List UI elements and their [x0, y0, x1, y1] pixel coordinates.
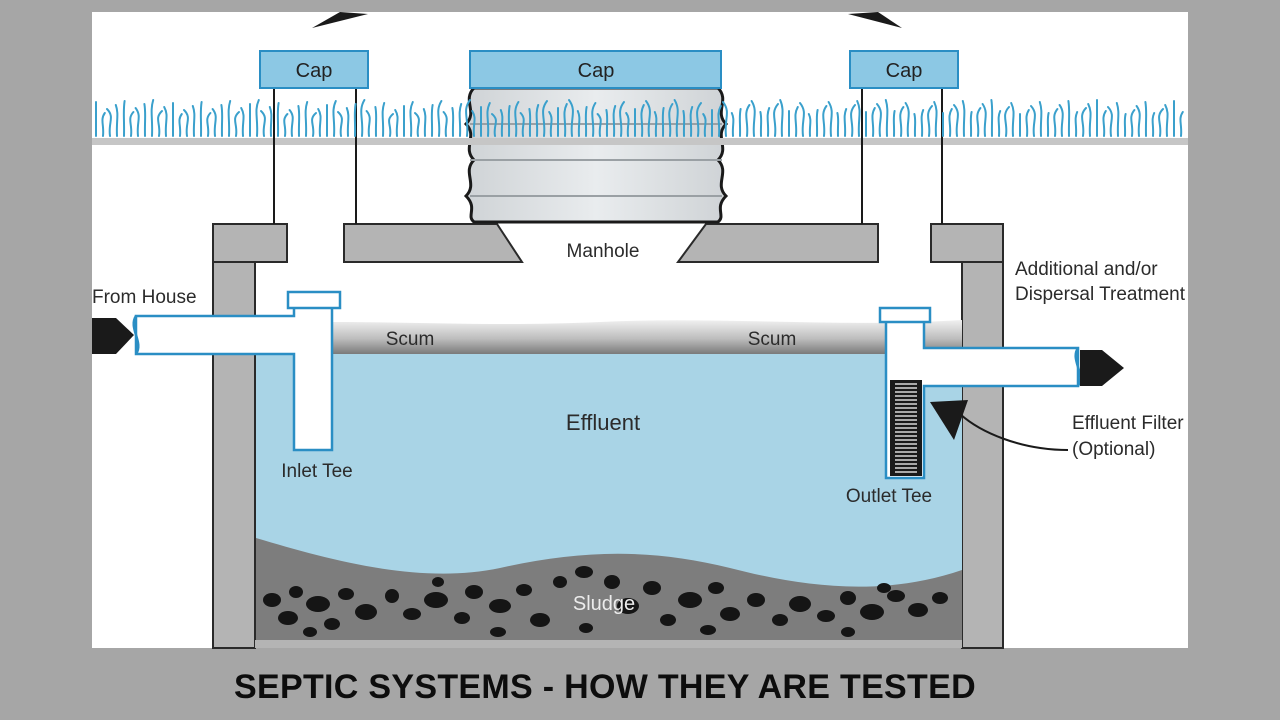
outlet-tee	[878, 306, 1080, 480]
cap-risers	[273, 88, 943, 224]
dispersal-label-line2: Dispersal Treatment	[1015, 284, 1186, 305]
outlet-pipe-end	[1074, 347, 1082, 387]
cap-left-label: Cap	[296, 60, 333, 82]
cap-right: Cap	[849, 50, 959, 89]
scum-layer	[256, 320, 962, 354]
page-title: SEPTIC SYSTEMS - HOW THEY ARE TESTED	[234, 668, 976, 706]
top-right-arrow-icon	[848, 12, 902, 28]
filter-label-line2: (Optional)	[1072, 439, 1155, 460]
cap-left: Cap	[259, 50, 369, 89]
cap-center: Cap	[469, 50, 722, 89]
inlet-arrow-icon	[92, 318, 134, 354]
outlet-arrow-icon	[1080, 350, 1124, 386]
filter-pointer-line	[959, 413, 1069, 451]
sludge-layer	[256, 538, 962, 640]
manhole-label: Manhole	[567, 241, 640, 262]
inlet-pipe-end	[132, 315, 140, 355]
cap-right-label: Cap	[886, 60, 923, 82]
grass-strip	[94, 99, 1184, 137]
filter-label-line1: Effluent Filter	[1072, 413, 1184, 434]
tank-walls	[212, 223, 1004, 649]
inlet-tee	[134, 290, 342, 452]
effluent-label: Effluent	[566, 410, 640, 435]
sludge-particles	[263, 566, 948, 637]
inlet-tee-label: Inlet Tee	[281, 461, 352, 482]
tank-floor	[255, 640, 962, 648]
grass-blades	[94, 99, 1184, 137]
manhole-riser	[463, 86, 729, 224]
outlet-tee-label: Outlet Tee	[846, 486, 932, 507]
cap-center-label: Cap	[578, 60, 615, 82]
filter-pointer-arrow-icon	[930, 400, 968, 440]
dispersal-label-line1: Additional and/or	[1015, 259, 1158, 280]
scum-right-label: Scum	[748, 329, 797, 350]
scum-left-label: Scum	[386, 329, 435, 350]
sludge-label: Sludge	[573, 593, 635, 615]
ground-line	[92, 138, 1188, 145]
top-left-arrow-icon	[312, 12, 368, 28]
from-house-label: From House	[92, 287, 197, 308]
